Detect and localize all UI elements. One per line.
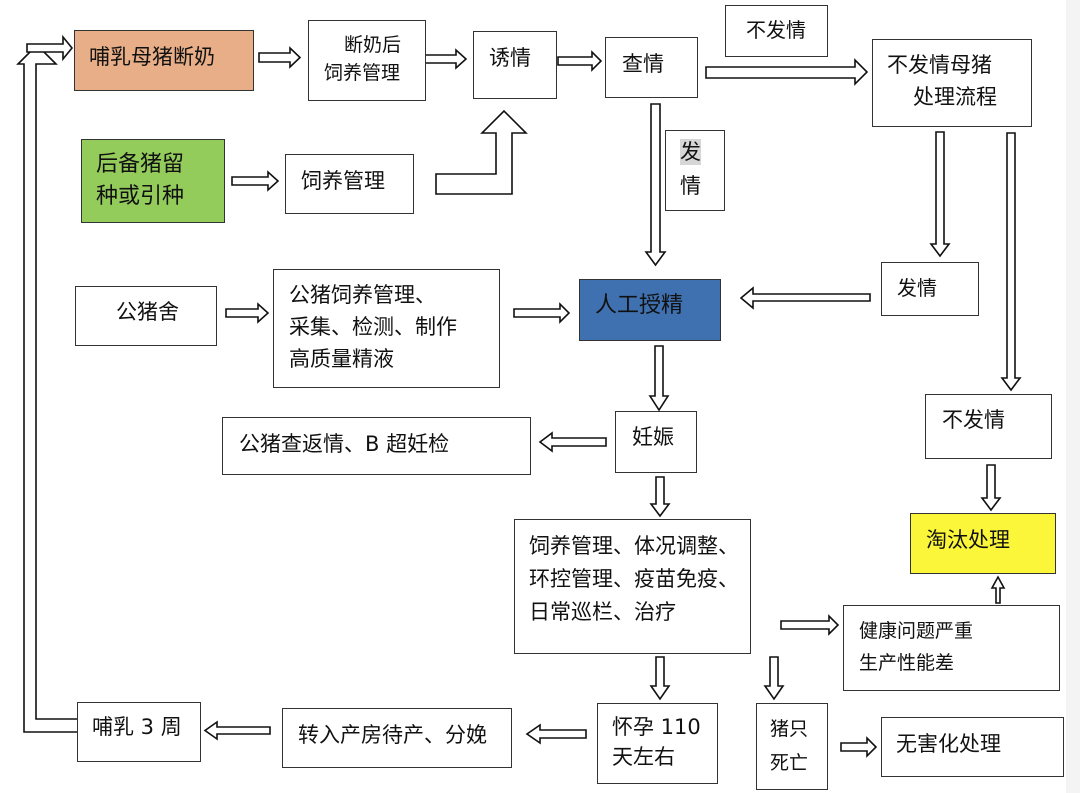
node-label: 妊娠 (632, 425, 674, 449)
arrow-process-to-estrus (929, 131, 951, 258)
arrow-health-to-culling (990, 575, 1006, 604)
arrow-weaning-to-post (258, 46, 302, 69)
node-label-line3: 日常巡栏、治疗 (529, 600, 676, 624)
node-pregnancy: 妊娠 (615, 411, 697, 473)
node-gestation-management: 饲养管理、体况调整、 环控管理、疫苗免疫、 日常巡栏、治疗 (514, 519, 751, 654)
node-label: 饲养管理 (301, 169, 385, 193)
node-post-weaning-management: 断奶后 饲养管理 (308, 20, 426, 101)
node-label-line1: 怀孕 110 (612, 715, 701, 739)
node-label: 公猪舍 (116, 300, 179, 324)
node-label: 不发情 (746, 18, 806, 42)
page-edge (1066, 0, 1080, 793)
arrow-gestation-to-110 (649, 656, 671, 701)
node-estrus-after-process: 发情 (881, 262, 979, 316)
node-health-issues: 健康问题严重 生产性能差 (843, 605, 1060, 691)
node-label-line2: 种或引种 (96, 184, 185, 209)
node-gilt-management: 饲养管理 (285, 154, 414, 214)
arrow-farrowing-to-lactation (203, 720, 271, 741)
node-lactation-3-weeks: 哺乳 3 周 (77, 702, 201, 762)
node-estrus-induction: 诱情 (473, 31, 557, 99)
node-label: 哺乳母猪断奶 (89, 45, 215, 69)
edge-label-estrus: 发 情 (665, 130, 725, 211)
node-label: 哺乳 3 周 (92, 715, 182, 739)
node-pig-death: 猪只 死亡 (756, 703, 828, 790)
node-label-line2: 环控管理、疫苗免疫、 (529, 567, 739, 591)
node-no-estrus-final: 不发情 (925, 394, 1052, 459)
node-return-check: 公猪查返情、B 超妊检 (222, 417, 531, 475)
node-label: 无害化处理 (896, 732, 1001, 756)
node-gestation-110: 怀孕 110 天左右 (597, 703, 718, 784)
node-label-line1: 后备猪留 (96, 152, 185, 177)
node-culling: 淘汰处理 (910, 513, 1056, 574)
node-label: 发情 (897, 276, 937, 300)
arrow-induction-to-check (557, 50, 603, 72)
arrow-noestrus-to-culling (980, 464, 1002, 512)
arrow-boarhouse-to-semen (225, 302, 270, 324)
arrow-pregnancy-to-gestation (649, 476, 671, 518)
node-label-line2: 死亡 (770, 752, 809, 774)
node-boar-house: 公猪舍 (75, 286, 217, 346)
node-label-line2: 天左右 (612, 745, 675, 769)
node-artificial-insemination: 人工授精 (579, 279, 721, 341)
arrow-110-to-farrowing (525, 723, 587, 745)
node-label-line2: 生产性能差 (859, 652, 955, 674)
node-label-line1: 断奶后 (344, 34, 402, 56)
node-label-line2: 采集、检测、制作 (289, 315, 457, 339)
node-farrowing: 转入产房待产、分娩 (282, 708, 512, 768)
arrow-semen-to-ai (513, 302, 571, 324)
arrow-check-to-ai (644, 103, 667, 267)
arrow-management-to-induction (435, 109, 528, 195)
node-label: 不发情 (942, 408, 1005, 432)
node-gilt-source: 后备猪留 种或引种 (81, 139, 225, 223)
node-label-char1: 发 (680, 139, 701, 165)
node-sow-weaning: 哺乳母猪断奶 (74, 30, 254, 91)
node-label: 人工授精 (595, 293, 684, 318)
node-label-char2: 情 (680, 174, 701, 198)
edge-label-no-estrus: 不发情 (725, 5, 828, 57)
node-label-line1: 饲养管理、体况调整、 (529, 534, 739, 558)
node-label: 诱情 (489, 46, 531, 70)
node-label: 转入产房待产、分娩 (298, 723, 487, 747)
arrow-gestation-to-death (763, 656, 785, 701)
arrow-gilt-to-management (231, 170, 280, 192)
node-no-estrus-sow-process: 不发情母猪 处理流程 (872, 39, 1032, 127)
arrow-pregnancy-to-check (538, 431, 607, 453)
node-label-line1: 公猪饲养管理、 (289, 283, 436, 307)
node-label: 查情 (622, 52, 664, 76)
node-label-line3: 高质量精液 (289, 347, 394, 371)
arrow-gestation-to-health (780, 614, 840, 636)
node-label-line1: 健康问题严重 (859, 620, 974, 642)
arrow-death-to-harmless (840, 736, 878, 758)
node-label: 公猪查返情、B 超妊检 (239, 432, 450, 456)
loop-top-arrow (26, 34, 74, 62)
node-harmless-disposal: 无害化处理 (881, 717, 1064, 777)
arrow-check-to-noestrus (705, 58, 869, 86)
node-label-line1: 猪只 (770, 718, 809, 740)
arrow-process-to-noestrus-final (1000, 132, 1022, 392)
arrow-estrus-to-ai (739, 286, 871, 310)
node-estrus-check: 查情 (605, 37, 698, 98)
node-label-line1: 不发情母猪 (887, 53, 992, 77)
node-label: 淘汰处理 (926, 528, 1010, 552)
node-label-line2: 处理流程 (913, 85, 997, 109)
node-label-line2: 饲养管理 (324, 62, 401, 84)
node-boar-semen: 公猪饲养管理、 采集、检测、制作 高质量精液 (273, 269, 500, 388)
arrow-ai-to-pregnancy (648, 345, 670, 412)
